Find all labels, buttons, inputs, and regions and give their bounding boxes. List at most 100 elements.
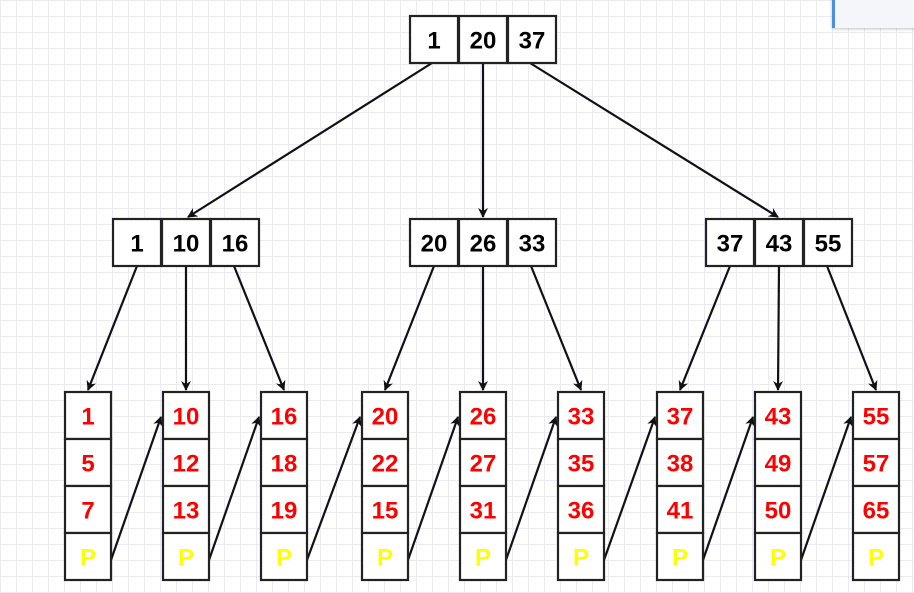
leaf-node-3-key-3: 19	[271, 498, 298, 525]
leaf-node-8-pointer: P	[770, 545, 786, 572]
leaf-node-6-cell-4	[556, 531, 606, 582]
leaf-node-6-cell-3	[556, 484, 606, 535]
leaf-node-3-key-1: 16	[271, 404, 298, 431]
internal-node-3-key-3: 55	[815, 231, 842, 258]
internal-node-2-key-1: 20	[421, 231, 448, 258]
leaf-node-3-cell-3	[259, 484, 309, 535]
edge-internal-2-to-leaf-4	[383, 265, 436, 391]
leaf-node-5-cell-4	[458, 531, 508, 582]
edge-internal-3-to-leaf-7	[678, 265, 732, 391]
leaf-node-3-cell-2	[259, 437, 309, 488]
edge-internal-1-to-leaf-3	[232, 265, 286, 391]
leaf-node-6-pointer: P	[573, 545, 589, 572]
leaf-node-9-cell-1	[851, 390, 901, 441]
leaf-node-6-key-1: 33	[568, 404, 595, 431]
edge-leaf-link-1	[109, 416, 163, 561]
leaf-node-9-cell-2	[851, 437, 901, 488]
edge-leaf-link-6	[602, 416, 657, 561]
root-node-key-3: 37	[519, 28, 546, 55]
leaf-node-1-key-2: 5	[81, 451, 94, 478]
leaf-node-8-key-2: 49	[765, 451, 792, 478]
leaf-node-9-key-1: 55	[863, 404, 890, 431]
edge-leaf-link-7	[701, 416, 755, 561]
leaf-node-5-key-3: 31	[470, 498, 497, 525]
edge-leaf-link-2	[207, 416, 261, 561]
leaf-node-4-cell-2	[360, 437, 410, 488]
leaf-node-8-key-1: 43	[765, 404, 792, 431]
internal-node-3-cell-3	[802, 217, 854, 268]
leaf-node-2-pointer: P	[178, 545, 194, 572]
edge-internal-3-to-leaf-8	[773, 265, 784, 391]
internal-node-2-cell-2	[457, 217, 509, 268]
leaf-node-6: 33 35 36P	[556, 390, 606, 582]
leaf-node-1-key-1: 1	[81, 404, 94, 431]
leaf-node-2-cell-2	[161, 437, 211, 488]
leaf-node-1-cell-1	[63, 390, 113, 441]
internal-node-3: 37 43 55	[704, 217, 854, 268]
corner-popup[interactable]	[832, 0, 914, 28]
leaf-node-9-cell-3	[851, 484, 901, 535]
leaf-node-4-key-1: 20	[372, 404, 399, 431]
leaf-node-8-cell-4	[753, 531, 803, 582]
internal-node-2-key-3: 33	[519, 231, 546, 258]
edge-leaf-link-3	[305, 416, 362, 561]
leaf-node-7-key-2: 38	[667, 451, 694, 478]
internal-node-3-key-1: 37	[717, 231, 744, 258]
leaf-node-9-key-3: 65	[863, 498, 890, 525]
leaf-node-7-key-1: 37	[667, 404, 694, 431]
leaf-node-6-key-2: 35	[568, 451, 595, 478]
leaf-node-1: 1 5 7P	[63, 390, 113, 582]
root-node-cell-2	[457, 14, 509, 65]
leaf-node-5-pointer: P	[475, 545, 491, 572]
edge-leaf-link-5	[504, 416, 558, 561]
edge-root-to-internal-1	[187, 62, 433, 218]
leaf-node-5-key-2: 27	[470, 451, 497, 478]
leaf-node-7-key-3: 41	[667, 498, 694, 525]
leaf-node-3-cell-4	[259, 531, 309, 582]
internal-node-3-cell-2	[753, 217, 805, 268]
leaf-node-7-cell-4	[655, 531, 705, 582]
root-node: 1 20 37	[408, 14, 558, 65]
leaf-node-7-cell-3	[655, 484, 705, 535]
leaf-node-9-key-2: 57	[863, 451, 890, 478]
leaf-node-4-key-3: 15	[372, 498, 399, 525]
leaf-node-2-key-1: 10	[173, 404, 200, 431]
internal-node-1-key-3: 16	[222, 231, 249, 258]
internal-node-1-key-2: 10	[173, 231, 200, 258]
leaf-node-5-cell-1	[458, 390, 508, 441]
edges-layer	[86, 62, 878, 561]
root-node-key-2: 20	[470, 28, 497, 55]
leaf-node-4-cell-4	[360, 531, 410, 582]
leaf-node-2-cell-4	[161, 531, 211, 582]
leaf-node-3-pointer: P	[276, 545, 292, 572]
leaf-node-1-cell-3	[63, 484, 113, 535]
leaf-node-8-key-3: 50	[765, 498, 792, 525]
internal-node-2-key-2: 26	[470, 231, 497, 258]
leaf-node-9-cell-4	[851, 531, 901, 582]
internal-node-3-cell-1	[704, 217, 756, 268]
leaf-node-1-pointer: P	[80, 545, 96, 572]
leaf-node-4-cell-1	[360, 390, 410, 441]
leaf-node-1-cell-4	[63, 531, 113, 582]
edge-leaf-link-8	[799, 416, 853, 561]
leaf-node-2-key-2: 12	[173, 451, 200, 478]
leaf-node-4-pointer: P	[377, 545, 393, 572]
leaf-node-6-cell-1	[556, 390, 606, 441]
internal-node-3-key-2: 43	[766, 231, 793, 258]
edge-internal-1-to-leaf-1	[86, 265, 139, 391]
internal-node-1: 1 10 16	[111, 217, 261, 268]
leaf-node-6-key-3: 36	[568, 498, 595, 525]
internal-node-1-key-1: 1	[130, 231, 143, 258]
edge-leaf-link-4	[406, 416, 460, 561]
root-node-key-1: 1	[427, 28, 440, 55]
root-node-cell-1	[408, 14, 460, 65]
leaf-node-1-key-3: 7	[81, 498, 94, 525]
